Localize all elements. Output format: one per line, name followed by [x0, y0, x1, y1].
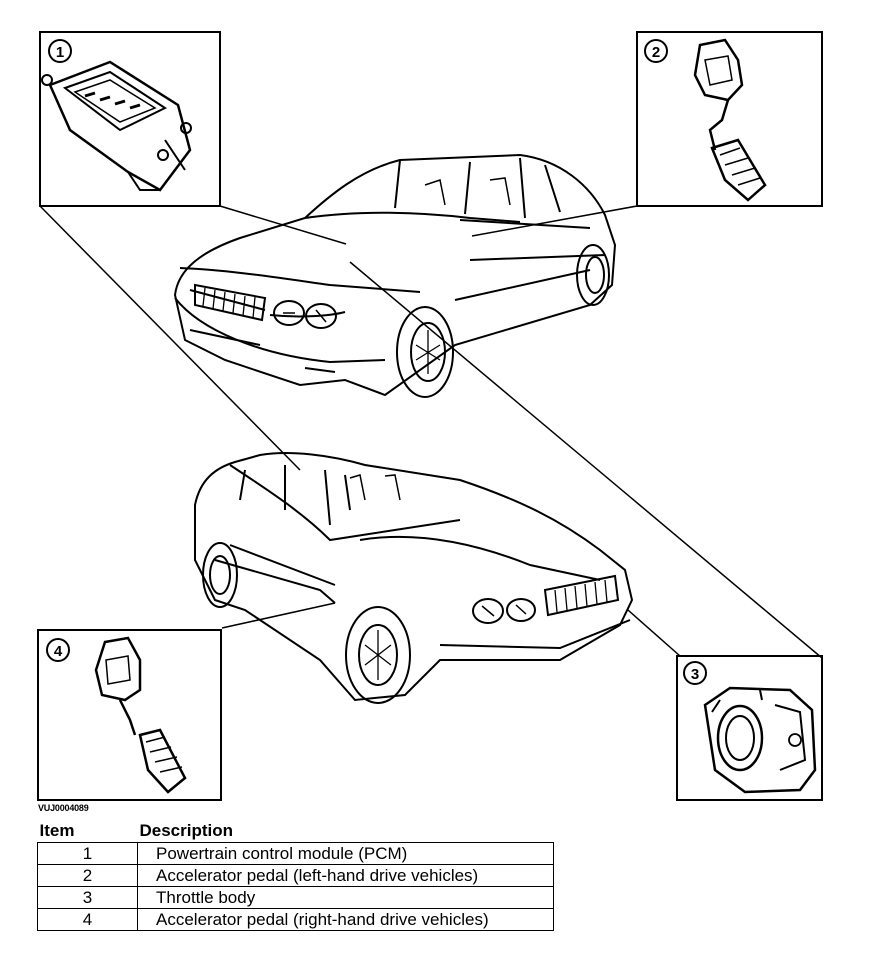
callout-number-2: 2: [652, 44, 660, 61]
leader-line-3b: [627, 609, 681, 657]
callout-number-1: 1: [56, 44, 64, 61]
leader-line-3: [349, 261, 823, 659]
detail-box-1: 1: [39, 31, 221, 207]
legend-header-item: Item: [39, 821, 75, 840]
legend-row: 1 Powertrain control module (PCM): [37, 842, 554, 865]
detail-box-3: 3: [676, 655, 823, 801]
component-location-diagram: 1 2 3: [37, 31, 823, 801]
callout-number-4: 4: [54, 643, 63, 660]
accelerator-pedal-lhd-illustration: [693, 38, 767, 202]
legend-item-number: 1: [37, 842, 138, 865]
legend-header-row: Item Description: [38, 820, 554, 843]
legend-item-number: 3: [37, 886, 138, 909]
legend-item-number: 2: [37, 864, 138, 887]
legend-row: 3 Throttle body: [37, 886, 554, 909]
detail-box-4: 4: [37, 629, 222, 801]
legend-item-description: Accelerator pedal (left-hand drive vehic…: [137, 864, 554, 887]
callout-circle-3: [683, 661, 707, 685]
legend-header-description: Description: [139, 821, 234, 840]
throttle-body-illustration: [703, 686, 817, 794]
pcm-illustration: [41, 60, 192, 192]
leader-line-2: [471, 205, 638, 237]
legend-item-description: Throttle body: [137, 886, 554, 909]
vehicle-illustration-bottom: [194, 452, 634, 704]
leader-lines: [39, 205, 823, 659]
leader-line-1b: [39, 205, 301, 471]
legend-item-description: Powertrain control module (PCM): [137, 842, 554, 865]
legend-table: Item Description 1 Powertrain control mo…: [37, 820, 554, 931]
callout-circle-4: [46, 638, 70, 662]
accelerator-pedal-rhd-illustration: [94, 636, 187, 794]
callout-circle-2: [644, 39, 668, 63]
legend-row: 4 Accelerator pedal (right-hand drive ve…: [37, 908, 554, 931]
detail-box-2: 2: [636, 31, 823, 207]
callout-number-3: 3: [691, 666, 699, 683]
legend-item-description: Accelerator pedal (right-hand drive vehi…: [137, 908, 554, 931]
vehicle-illustration-top: [173, 153, 617, 398]
legend-item-number: 4: [37, 908, 138, 931]
callout-circle-1: [48, 39, 72, 63]
leader-line-4: [221, 602, 336, 629]
figure-reference-code: VUJ0004089: [38, 803, 89, 813]
legend-row: 2 Accelerator pedal (left-hand drive veh…: [37, 864, 554, 887]
